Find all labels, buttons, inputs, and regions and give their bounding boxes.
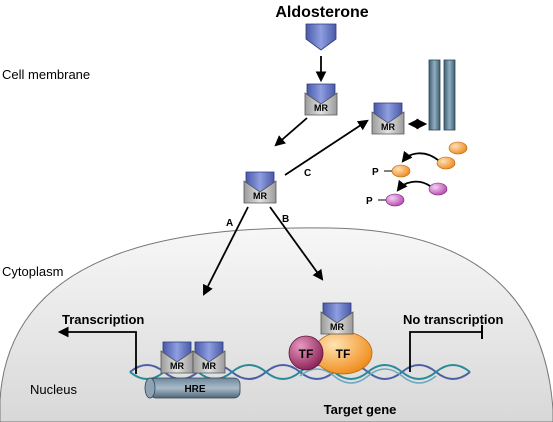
mr-receptor-cytoplasm: MR [243,171,277,204]
mr-receptor-nongenomic: MR [371,102,405,135]
pathway-c-label: C [304,168,311,179]
pathway-c-arrow [284,119,369,176]
arrow-to-cytoplasmic-mr [274,117,308,147]
svg-text:HRE: HRE [184,384,205,395]
svg-text:MR: MR [202,361,216,371]
tf-purple [288,335,324,371]
hre-element: HRE [144,377,241,399]
tf-orange-label: TF [336,347,351,361]
kinase-orange-ball [448,141,468,155]
pathway-a-arrow [203,206,249,296]
no-transcription-arrow [409,331,482,372]
cell-membrane-label: Cell membrane [2,67,90,82]
phospho-orange-ball [391,164,411,178]
phosphorylation-cascade: P P [366,141,468,207]
svg-text:MR: MR [330,322,344,332]
mr-dimer-left: MR [160,341,194,374]
pathway-b-label: B [282,214,289,225]
kinase-pink-ball [428,182,448,196]
svg-text:MR: MR [381,122,395,132]
phospho-label: P [372,167,379,178]
phosphorylation-arrow [401,150,439,163]
nucleus-shape [0,227,553,422]
mr-receptor-tf: MR [320,302,354,335]
svg-text:MR: MR [314,103,328,113]
cytoplasm-label: Cytoplasm [2,264,63,279]
pathway-a-label: A [226,218,233,229]
pathway-b-arrow [269,206,324,281]
mr-receptor-membrane: MR [304,83,338,116]
transcription-arrow [57,326,137,374]
aldosterone-label: Aldosterone [275,4,368,21]
aldosterone-ligand [305,23,337,51]
phospho-label: P [366,196,373,207]
membrane-channel [428,59,456,131]
phosphorylation-arrow [396,179,431,192]
kinase-orange-ball [436,156,456,170]
nucleus-label: Nucleus [30,382,77,397]
transcription-label: Transcription [62,312,144,327]
phospho-pink-ball [385,193,405,207]
target-gene-label: Target gene [324,402,397,417]
mr-dimer-right: MR [192,341,226,374]
no-transcription-label: No transcription [403,312,503,327]
tf-purple-label: TF [299,347,314,361]
svg-text:MR: MR [170,361,184,371]
svg-text:MR: MR [253,191,267,201]
